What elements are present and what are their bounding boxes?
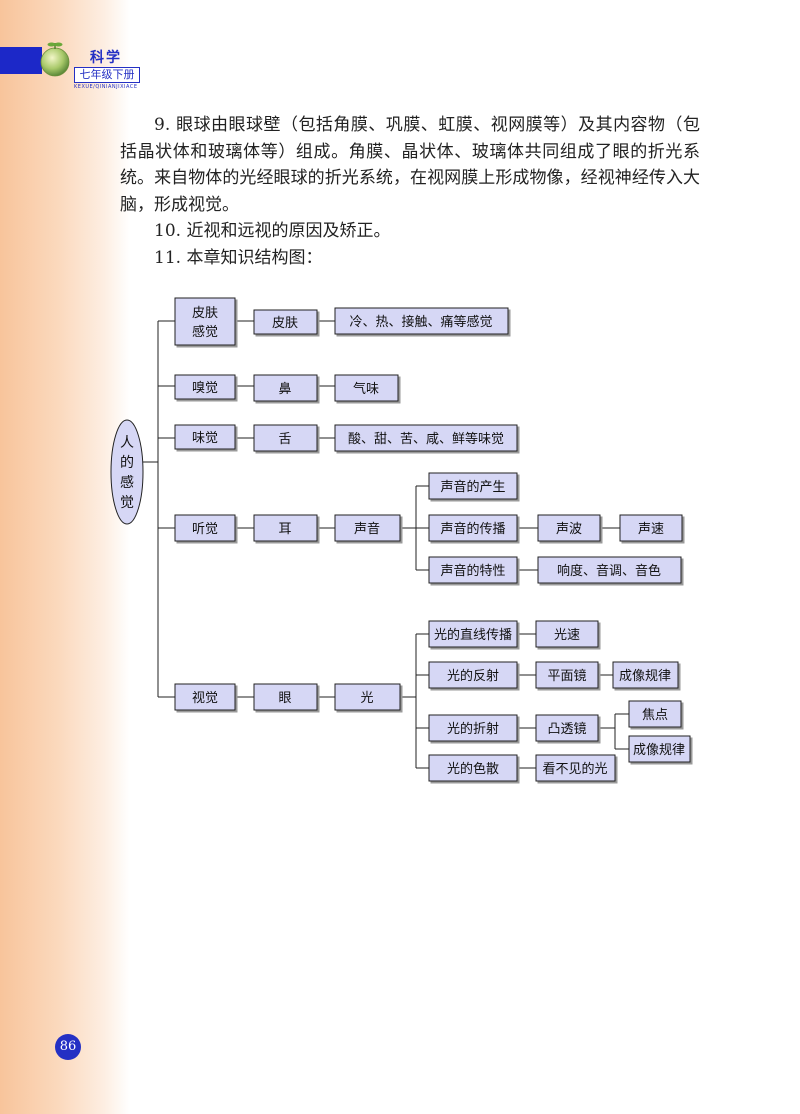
node-skin-detail-label: 冷、热、接触、痛等感觉 [349, 314, 492, 330]
node-convex-lens-label: 凸透镜 [547, 722, 586, 737]
node-plane-mirror: 平面镜 [535, 661, 599, 689]
node-tongue-label: 舌 [278, 432, 291, 447]
node-eye: 眼 [253, 683, 318, 711]
node-plane-mirror-label: 平面镜 [547, 669, 586, 684]
node-invisible-light: 看不见的光 [535, 754, 616, 782]
node-odor-label: 气味 [353, 381, 379, 397]
node-sound-production: 声音的产生 [428, 472, 518, 500]
book-title: 科学 [90, 50, 122, 66]
node-invisible-light-label: 看不见的光 [542, 761, 607, 777]
node-sound-label: 声音 [354, 521, 380, 537]
node-sound-properties-detail-label: 响度、音调、音色 [557, 563, 661, 579]
node-focus: 焦点 [628, 700, 682, 728]
book-pinyin: KEXUE/QINIANJIXIACE [74, 84, 138, 90]
node-light-refraction: 光的折射 [428, 714, 518, 742]
node-skin: 皮肤 [253, 309, 318, 335]
node-tongue: 舌 [253, 424, 318, 452]
node-sound-properties-detail: 响度、音调、音色 [537, 556, 682, 584]
node-lens-imaging-rule-label: 成像规律 [633, 743, 685, 758]
node-sound-properties: 声音的特性 [428, 556, 518, 584]
node-light-reflection-label: 光的反射 [447, 668, 499, 684]
node-vision-sense-label: 视觉 [192, 691, 218, 706]
node-vision-sense: 视觉 [174, 683, 236, 711]
body-text: 9. 眼球由眼球壁（包括角膜、巩膜、虹膜、视网膜等）及其内容物（包括晶状体和玻璃… [120, 112, 700, 272]
node-light-straight-propagation-label: 光的直线传播 [434, 627, 512, 643]
side-gradient-band [0, 0, 130, 1114]
node-ear: 耳 [253, 514, 318, 542]
node-light: 光 [334, 683, 401, 711]
diagram-root: 人 的 感 觉 [110, 419, 144, 525]
svg-text:感: 感 [120, 474, 134, 491]
node-light-speed-label: 光速 [554, 628, 580, 643]
node-light-straight-propagation: 光的直线传播 [428, 620, 518, 648]
node-sound-propagation-label: 声音的传播 [440, 521, 505, 537]
node-sound-speed: 声速 [619, 514, 683, 542]
node-odor: 气味 [334, 374, 399, 402]
node-taste-detail: 酸、甜、苦、咸、鲜等味觉 [334, 424, 518, 452]
node-sound-properties-label: 声音的特性 [440, 563, 505, 579]
node-sound: 声音 [334, 514, 401, 542]
node-light-reflection: 光的反射 [428, 661, 518, 689]
connector-lines [143, 320, 629, 769]
node-hearing-sense: 听觉 [174, 514, 236, 542]
node-hearing-sense-label: 听觉 [192, 522, 218, 537]
node-ear-label: 耳 [278, 522, 291, 537]
node-taste-detail-label: 酸、甜、苦、咸、鲜等味觉 [348, 431, 504, 447]
svg-text:人: 人 [120, 435, 134, 451]
node-lens-imaging-rule: 成像规律 [628, 735, 691, 763]
node-taste-sense-label: 味觉 [192, 431, 218, 446]
globe-sprout-logo [40, 42, 70, 77]
node-smell-sense: 嗅觉 [174, 374, 236, 400]
node-convex-lens: 凸透镜 [535, 714, 599, 742]
node-light-dispersion: 光的色散 [428, 754, 518, 782]
node-sound-speed-label: 声速 [638, 522, 664, 537]
svg-text:的: 的 [120, 455, 134, 471]
node-skin-sense: 皮肤 感觉 [174, 297, 236, 346]
node-light-speed: 光速 [535, 620, 599, 648]
node-mirror-imaging-rule-label: 成像规律 [619, 669, 671, 684]
node-light-refraction-label: 光的折射 [447, 721, 499, 737]
node-sound-wave: 声波 [537, 514, 601, 542]
svg-text:觉: 觉 [120, 495, 134, 511]
page-number: 86 [55, 1034, 81, 1060]
node-sound-production-label: 声音的产生 [440, 479, 505, 495]
node-taste-sense: 味觉 [174, 424, 236, 450]
node-focus-label: 焦点 [642, 708, 668, 723]
node-light-label: 光 [360, 691, 373, 706]
grade-label: 七年级下册 [74, 67, 140, 83]
node-skin-detail: 冷、热、接触、痛等感觉 [334, 307, 509, 335]
node-light-dispersion-label: 光的色散 [447, 761, 499, 777]
node-eye-label: 眼 [278, 691, 291, 706]
header-color-band [0, 47, 42, 74]
svg-text:皮肤: 皮肤 [192, 306, 218, 321]
node-mirror-imaging-rule: 成像规律 [612, 661, 679, 689]
svg-text:感觉: 感觉 [192, 324, 218, 340]
paragraph-9: 9. 眼球由眼球壁（包括角膜、巩膜、虹膜、视网膜等）及其内容物（包括晶状体和玻璃… [120, 115, 700, 215]
node-sound-propagation: 声音的传播 [428, 514, 518, 542]
node-sound-wave-label: 声波 [556, 522, 582, 537]
node-nose-label: 鼻 [278, 381, 291, 397]
paragraph-10: 10. 近视和远视的原因及矫正。 [154, 221, 391, 242]
node-skin-label: 皮肤 [272, 316, 298, 331]
paragraph-11: 11. 本章知识结构图： [154, 247, 323, 268]
node-smell-sense-label: 嗅觉 [192, 381, 218, 396]
node-nose: 鼻 [253, 374, 318, 402]
